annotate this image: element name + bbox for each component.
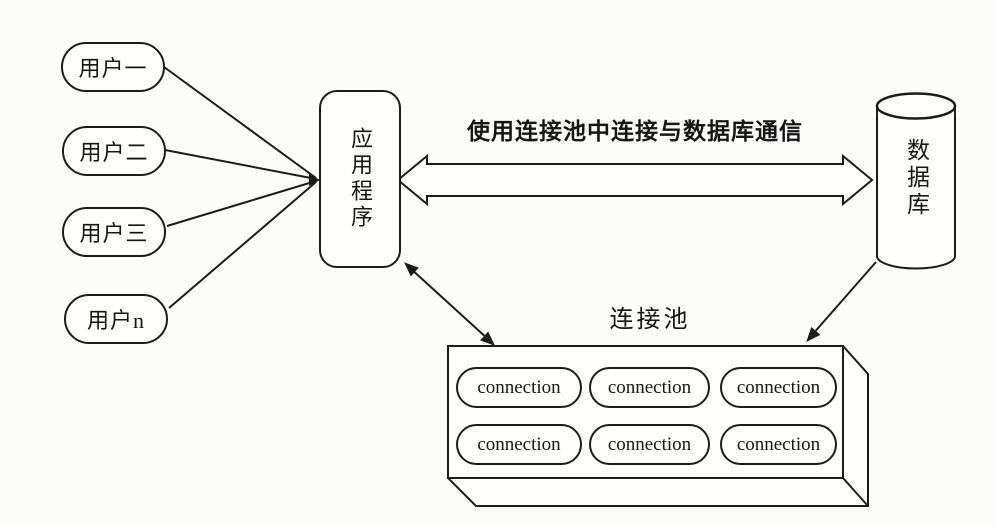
connection-pill-3: connection: [720, 367, 837, 408]
connection-pill-3-label: connection: [736, 376, 821, 398]
database-cylinder: [875, 92, 957, 270]
db-pool-arrow: [806, 261, 877, 342]
pool-label: 连接池: [609, 307, 691, 333]
connection-pill-4: connection: [456, 424, 582, 465]
app-pool-arrowhead-bottom-icon: [480, 331, 495, 346]
user-node-3-label: 用户三: [79, 221, 149, 246]
user-node-1-label: 用户一: [78, 56, 148, 81]
database-cylinder-top: [875, 92, 957, 120]
application-node: 应用程序: [319, 90, 401, 268]
connection-pill-2: connection: [589, 367, 710, 408]
app-pool-arrow-line: [409, 267, 490, 341]
db-pool-arrow-line: [811, 261, 877, 336]
user-lines-arrowhead-icon: [309, 174, 320, 186]
user2-line: [164, 149, 317, 180]
connection-pill-1: connection: [456, 367, 582, 408]
application-label: 应用程序: [348, 127, 373, 231]
connection-pill-6: connection: [720, 424, 837, 465]
connection-pill-6-label: connection: [736, 433, 821, 455]
main-arrow-label: 使用连接池中连接与数据库通信: [467, 118, 803, 144]
database-cylinder-body: [876, 106, 956, 270]
user-node-2: 用户二: [62, 126, 166, 176]
user1-line: [163, 66, 317, 179]
connection-pill-5: connection: [589, 424, 710, 465]
app-pool-arrowhead-top-icon: [404, 262, 419, 277]
pool-box-corner-edge: [842, 477, 869, 507]
user-node-2-label: 用户二: [79, 140, 149, 165]
usern-line: [168, 181, 317, 309]
user-connector-lines: [163, 66, 320, 309]
user-node-1: 用户一: [61, 42, 165, 92]
user-node-3: 用户三: [62, 207, 166, 257]
connection-pill-1-label: connection: [477, 376, 561, 398]
user-node-n: 用户n: [64, 294, 168, 344]
app-db-double-arrow-icon: [396, 153, 874, 207]
connection-pill-2-label: connection: [607, 376, 692, 398]
db-pool-arrowhead-icon: [806, 326, 821, 342]
user3-line: [166, 180, 317, 227]
connection-pill-4-label: connection: [477, 433, 561, 455]
app-pool-double-arrow: [404, 262, 495, 346]
user-node-n-label: 用户n: [86, 308, 145, 333]
connection-pill-5-label: connection: [607, 433, 692, 455]
